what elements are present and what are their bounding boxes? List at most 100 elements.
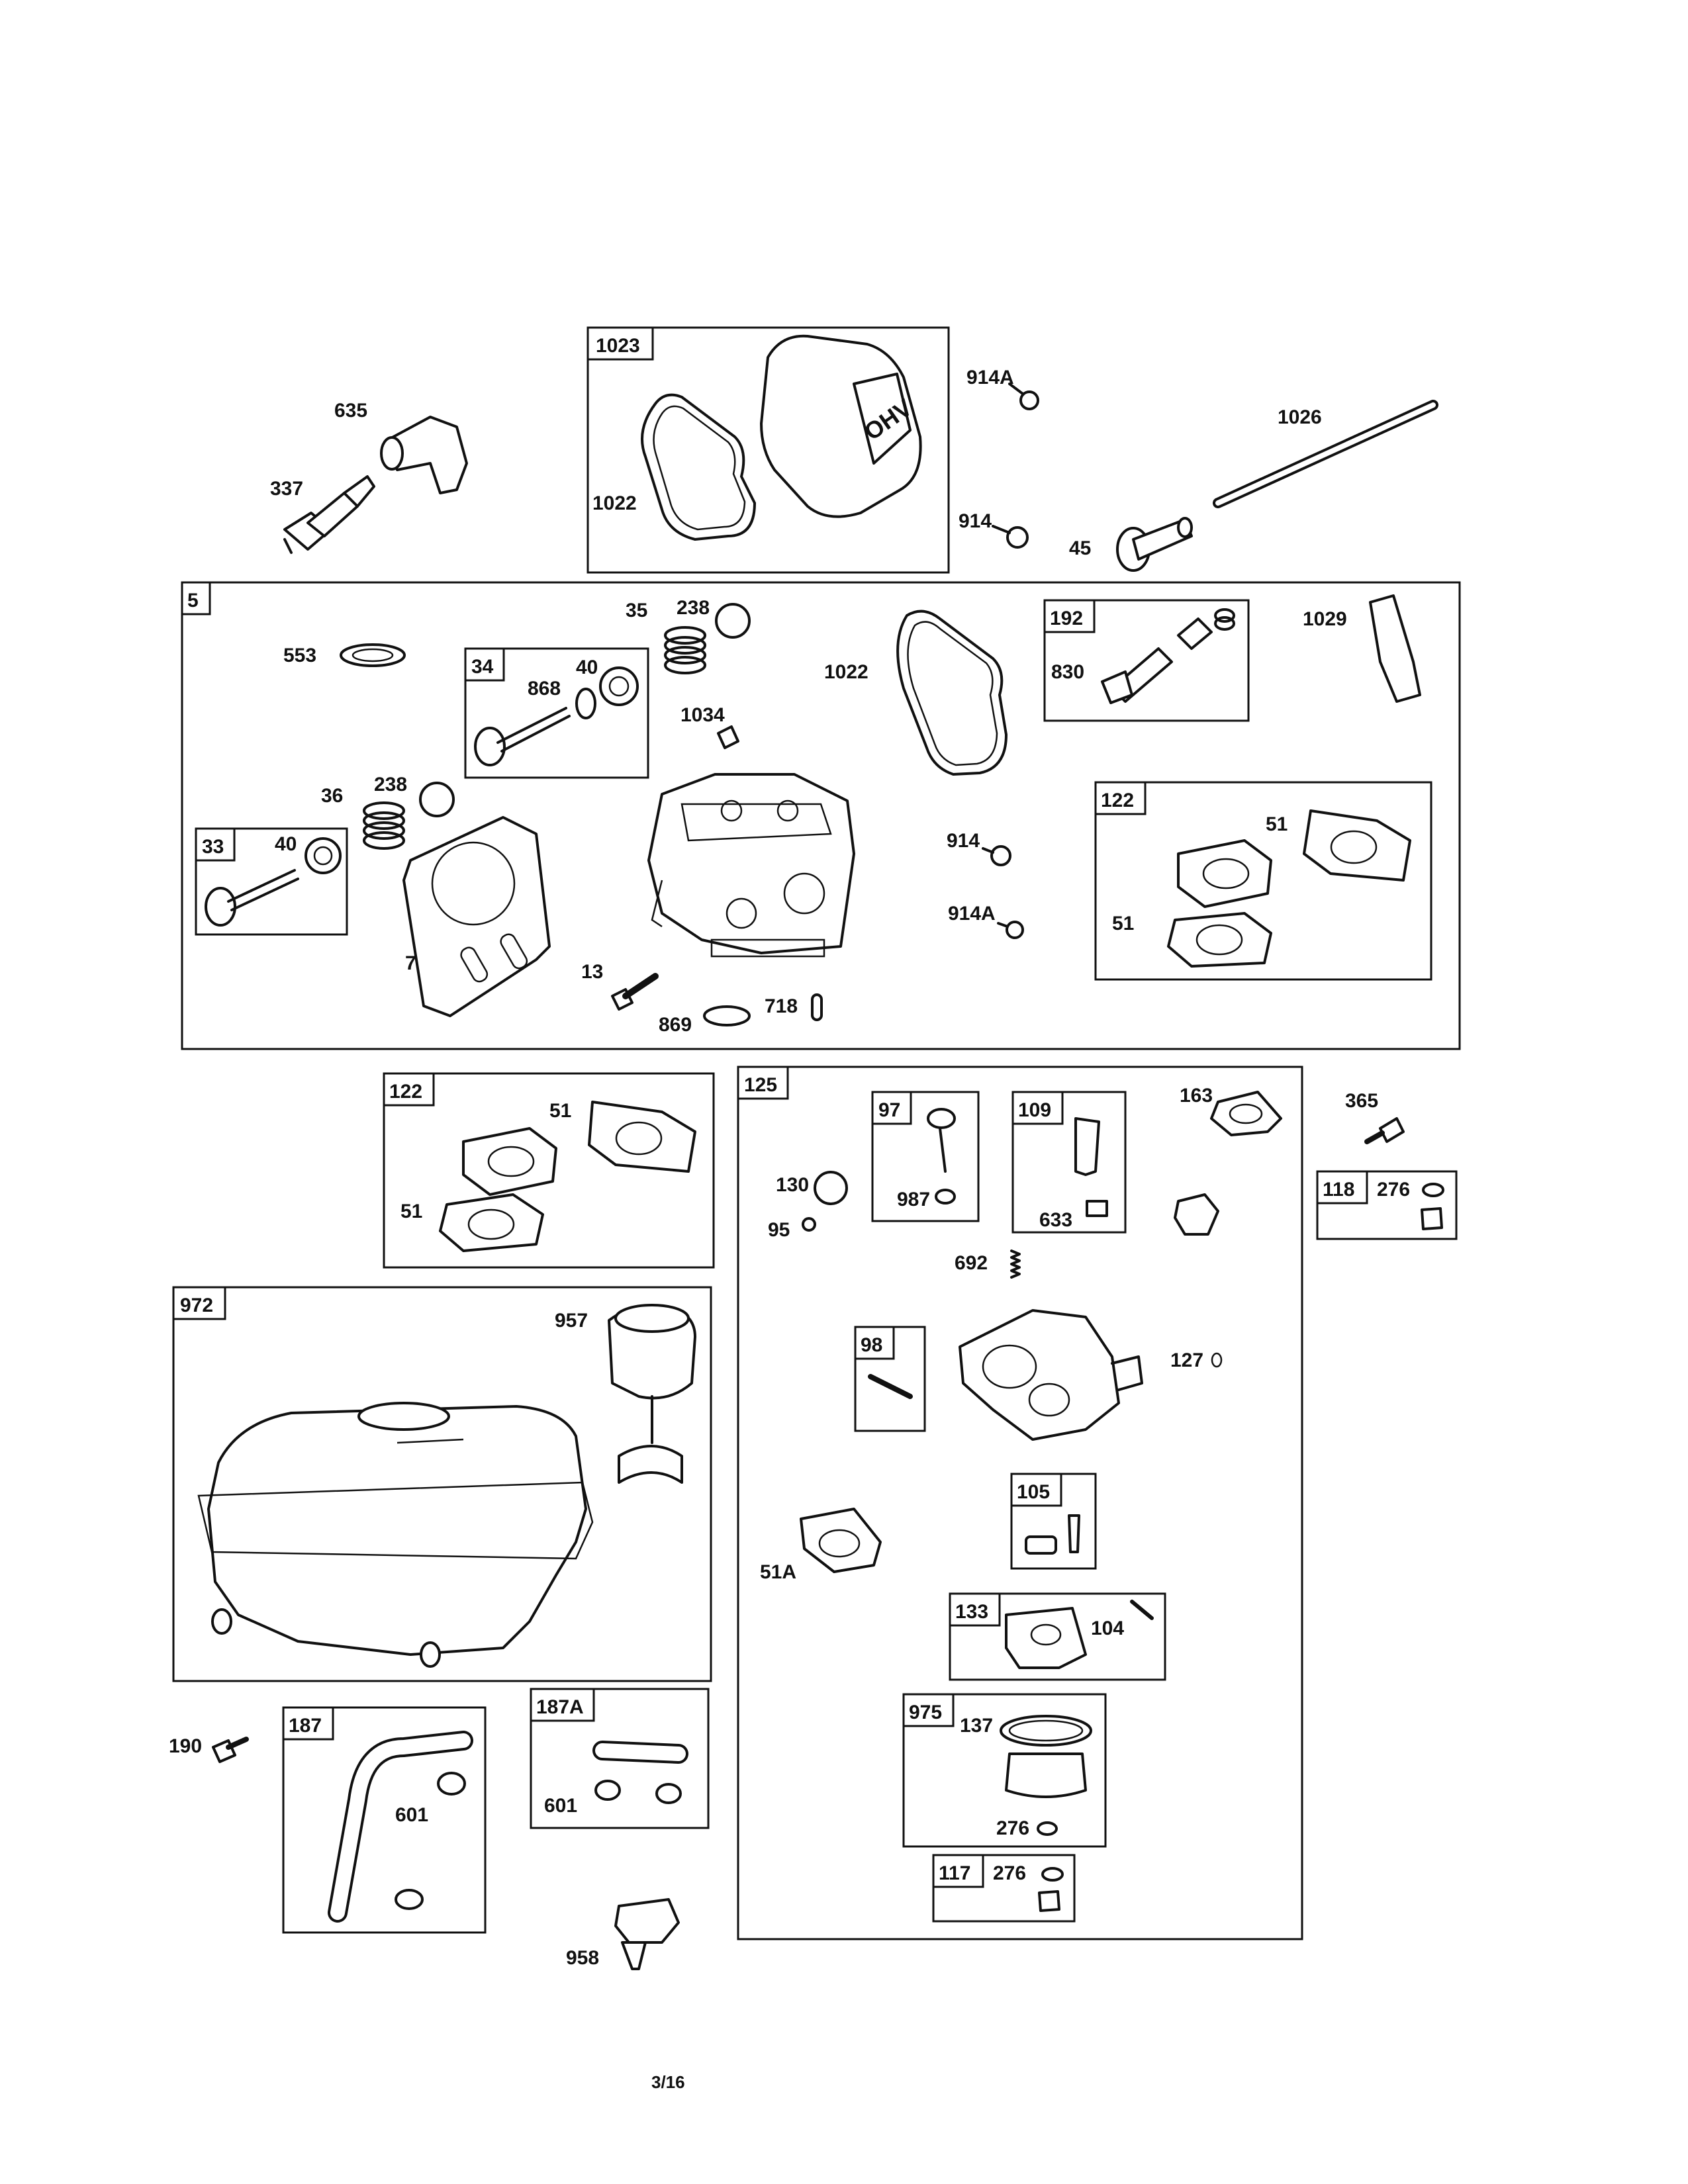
- bolt-13: [611, 973, 659, 1011]
- label-1034: 1034: [680, 704, 725, 726]
- label-957: 957: [555, 1310, 588, 1332]
- group-105: 105: [1010, 1473, 1097, 1570]
- label-45: 45: [1069, 537, 1091, 559]
- group-187: 187: [282, 1706, 487, 1934]
- valve-spring-36: [363, 801, 405, 850]
- label-692: 692: [955, 1252, 988, 1274]
- label-601-187: 601: [395, 1804, 428, 1826]
- label-130: 130: [776, 1174, 809, 1196]
- group-label-975: 975: [909, 1702, 942, 1723]
- head-gasket-7: [402, 816, 551, 1017]
- group-label-133: 133: [955, 1601, 988, 1623]
- label-163: 163: [1180, 1085, 1213, 1107]
- group-label-1023: 1023: [596, 335, 640, 357]
- cap-238-low: [419, 782, 455, 817]
- group-33: 33: [195, 827, 348, 936]
- group-975: 975: [902, 1693, 1107, 1848]
- label-914A-mid: 914A: [948, 903, 996, 925]
- label-35: 35: [626, 600, 647, 621]
- label-830: 830: [1051, 661, 1084, 683]
- group-117: 117: [932, 1854, 1076, 1923]
- label-365: 365: [1345, 1090, 1378, 1112]
- group-label-109: 109: [1018, 1099, 1051, 1121]
- fitting-365: [1364, 1117, 1405, 1144]
- fitting-190: [212, 1737, 249, 1763]
- label-51-head-b: 51: [1112, 913, 1134, 934]
- ring-869: [703, 1005, 751, 1026]
- label-553: 553: [283, 645, 316, 666]
- seal-127: [1211, 1352, 1223, 1368]
- group-label-33: 33: [202, 836, 224, 858]
- screw-914A-top: [1008, 383, 1039, 410]
- pin-718: [811, 993, 823, 1021]
- group-98: 98: [854, 1326, 926, 1432]
- cylinder-head-part: [647, 773, 855, 958]
- label-633: 633: [1039, 1209, 1072, 1231]
- label-276-118: 276: [1377, 1179, 1410, 1201]
- seal-553: [340, 643, 406, 667]
- rocker-arm-1029: [1369, 594, 1421, 703]
- plug-130: [814, 1171, 848, 1205]
- screw-914-top: [992, 525, 1029, 549]
- label-1022-top: 1022: [592, 492, 637, 514]
- spark-plug-boot-part: [380, 416, 468, 494]
- group-1023: 1023 OHV: [586, 326, 950, 574]
- group-label-972: 972: [180, 1295, 213, 1316]
- group-5: 5: [181, 581, 1461, 1050]
- gasket-163: [1210, 1091, 1282, 1136]
- group-label-34: 34: [471, 656, 494, 678]
- page-number: 3/16: [651, 2072, 685, 2092]
- carburetor-body: [959, 1309, 1143, 1441]
- group-109: 109: [1011, 1091, 1127, 1234]
- label-718: 718: [765, 995, 798, 1017]
- label-238-low: 238: [374, 774, 407, 796]
- screw-914A-mid: [997, 921, 1024, 939]
- group-133: 133: [949, 1592, 1166, 1681]
- label-635: 635: [334, 400, 367, 422]
- label-337: 337: [270, 478, 303, 500]
- group-972: 972: [172, 1286, 712, 1682]
- label-40-top: 40: [576, 657, 598, 678]
- push-rod-part: [1213, 400, 1438, 508]
- group-label-125: 125: [744, 1074, 777, 1096]
- label-51-head-a: 51: [1266, 813, 1288, 835]
- label-914A-top: 914A: [966, 367, 1014, 388]
- label-95: 95: [768, 1219, 790, 1241]
- label-13: 13: [581, 961, 603, 983]
- rocker-stud-part: [1116, 517, 1193, 572]
- valve-spring-35: [664, 626, 706, 674]
- group-122-head: 122: [1094, 781, 1432, 981]
- label-7: 7: [405, 952, 416, 974]
- group-122-left: 122: [383, 1072, 715, 1269]
- label-869: 869: [659, 1014, 692, 1036]
- group-label-98: 98: [861, 1334, 882, 1356]
- screw-914-mid: [982, 845, 1011, 866]
- gasket-51A: [800, 1508, 882, 1573]
- label-1026: 1026: [1278, 406, 1322, 428]
- clip-1034: [717, 725, 739, 749]
- spring-692: [1010, 1250, 1021, 1279]
- label-40-low: 40: [275, 833, 297, 855]
- label-1029: 1029: [1303, 608, 1347, 630]
- float-part: [1174, 1193, 1219, 1236]
- group-118: 118: [1316, 1170, 1458, 1240]
- label-51-left-b: 51: [400, 1201, 422, 1222]
- label-868: 868: [528, 678, 561, 700]
- group-192: 192: [1043, 599, 1250, 722]
- label-958: 958: [566, 1947, 599, 1969]
- label-1022-mid: 1022: [824, 661, 868, 683]
- group-34: 34: [464, 647, 649, 779]
- label-276-117: 276: [993, 1862, 1026, 1884]
- cap-238-top: [715, 603, 751, 639]
- label-51-left-a: 51: [549, 1100, 571, 1122]
- label-190: 190: [169, 1735, 202, 1757]
- label-914-top: 914: [959, 510, 992, 532]
- group-label-97: 97: [878, 1099, 900, 1121]
- gasket-1022-mid: [896, 610, 1008, 776]
- group-label-187: 187: [289, 1715, 322, 1737]
- group-label-5: 5: [187, 590, 199, 612]
- label-137: 137: [960, 1715, 993, 1737]
- label-601-187A: 601: [544, 1795, 577, 1817]
- label-127: 127: [1170, 1349, 1203, 1371]
